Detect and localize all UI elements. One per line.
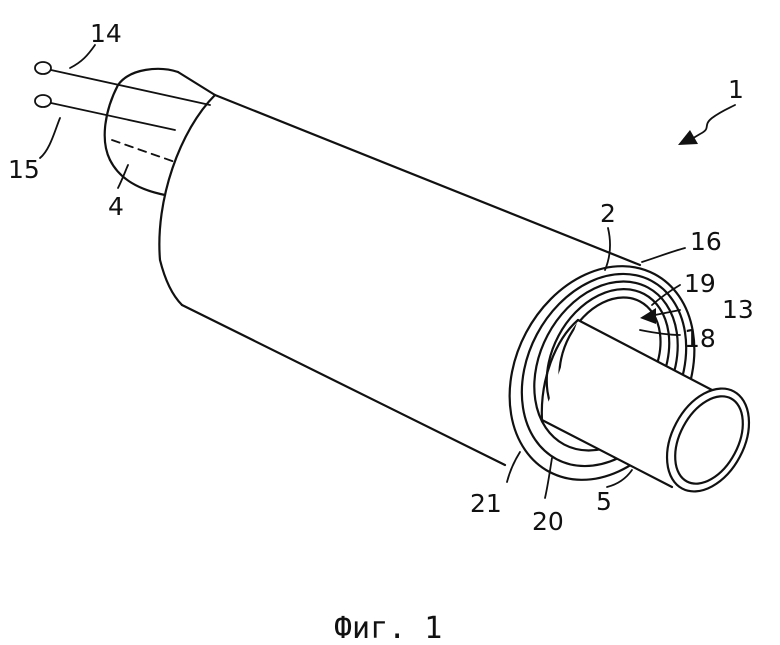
label-20: 20 [532,507,564,536]
label-14: 14 [90,19,122,48]
label-19: 19 [684,269,716,298]
rear-cylinder-4 [105,69,215,195]
label-1: 1 [728,75,744,104]
label-21: 21 [470,489,502,518]
wire-14 [35,62,210,105]
label-18: 18 [684,324,716,353]
label-15: 15 [8,155,40,184]
label-5: 5 [596,487,612,516]
figure-caption: Фиг. 1 [334,611,442,645]
arrow-1 [678,105,735,145]
label-2: 2 [600,199,616,228]
label-16: 16 [690,227,722,256]
label-4: 4 [108,192,124,221]
label-13: 13 [722,295,754,324]
